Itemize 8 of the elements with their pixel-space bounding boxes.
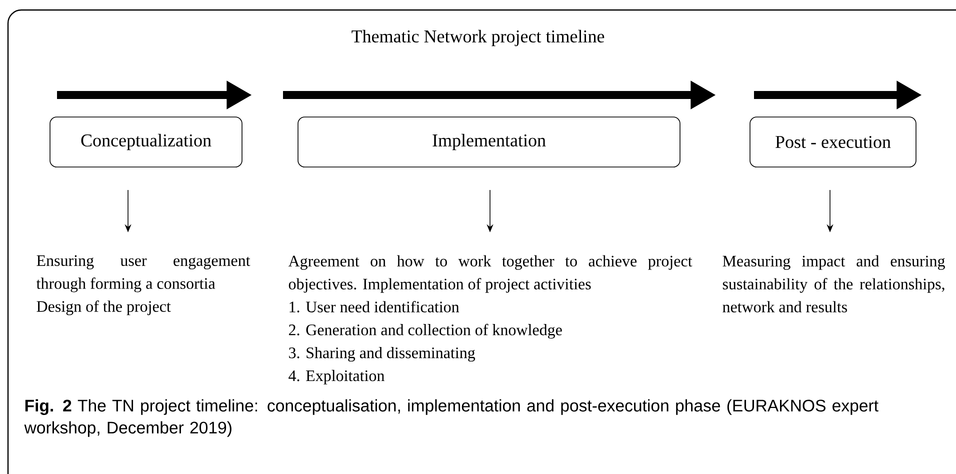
caption: Fig. 2 The TN project timeline: conceptualisation, implementation and post-execution phase (EURAKNOS expert workshop, December 2019) — [24, 399, 878, 437]
phase-box: Implementation — [298, 116, 680, 168]
description-text: Measuring impact and ensuring sustainability of the relationships, network and results — [722, 255, 945, 312]
title: Thematic Network project timeline — [352, 30, 604, 46]
phase-box: Conceptualization — [50, 116, 242, 168]
description-text: Agreement on how to work together to achieve project objectives. Implementation of project activities 1. User need identification 2. Generation and collection of knowledge 3. Sharing and disseminating 4. Exploitation — [288, 255, 692, 384]
phase-box: Post - execution — [750, 116, 916, 168]
description-text: Ensuring user engagement through forming a consortia Design of the project — [36, 255, 250, 316]
